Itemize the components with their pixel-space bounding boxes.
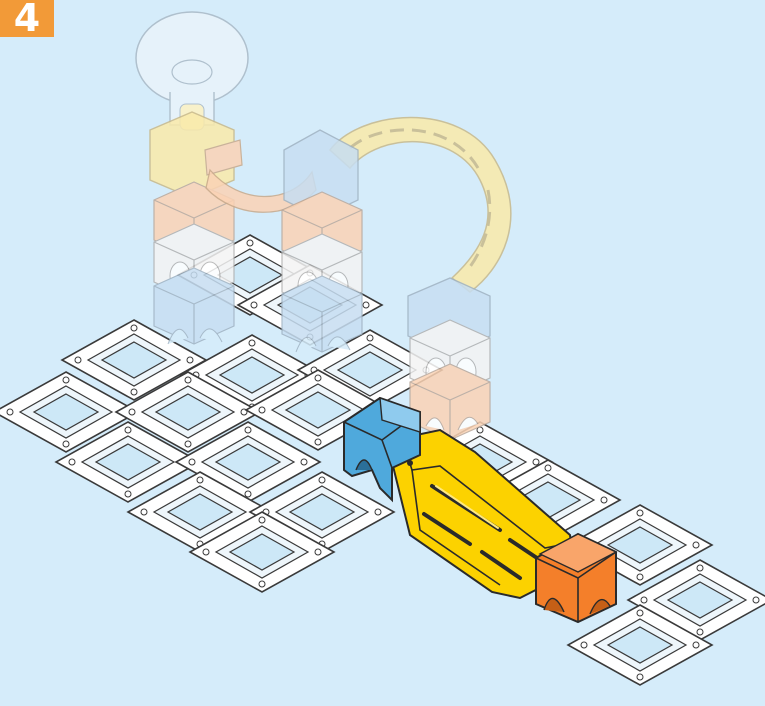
funnel-tower [150,112,242,344]
tower-middle [282,130,362,352]
